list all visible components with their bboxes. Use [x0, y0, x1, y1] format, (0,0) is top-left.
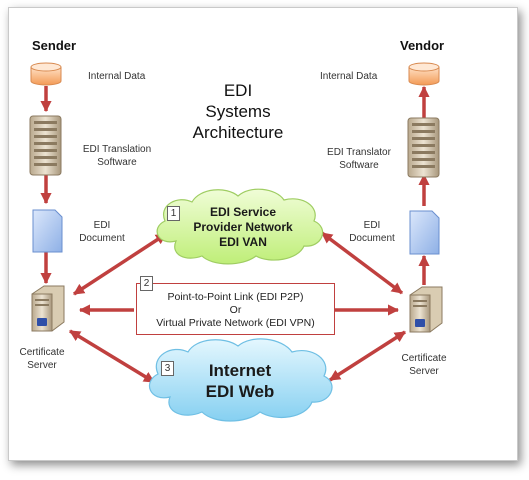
- p2p-line: Virtual Private Network (EDI VPN): [156, 317, 315, 329]
- title-line: Systems: [205, 102, 271, 121]
- vendor-software-line: EDI Translator: [327, 147, 391, 158]
- sender-server-label: Certificate Server: [10, 346, 74, 372]
- title-line: Architecture: [192, 123, 284, 142]
- sender-internal-data-label: Internal Data: [88, 71, 146, 82]
- vendor-internal-data-label: Internal Data: [320, 71, 378, 82]
- p2p-line: Or: [229, 304, 242, 316]
- vendor-server-line: Server: [409, 366, 439, 377]
- vendor-translation-server-icon: [407, 117, 440, 178]
- vendor-heading: Vendor: [400, 38, 445, 53]
- van-line: EDI Service: [209, 205, 277, 219]
- p2p-line: Point-to-Point Link (EDI P2P): [167, 291, 304, 303]
- arrow-sender-server-to-web: [69, 329, 155, 384]
- web-line: Internet: [208, 361, 272, 380]
- p2p-number-badge: 2: [140, 276, 153, 291]
- vendor-server-line: Certificate: [401, 353, 447, 364]
- sender-server-line: Certificate: [19, 347, 65, 358]
- sender-software-label: EDI Translation Software: [72, 143, 162, 169]
- web-cloud: [148, 338, 333, 422]
- van-cloud: [156, 188, 324, 265]
- van-number-badge: 1: [167, 206, 180, 221]
- sender-certificate-server-icon: [31, 285, 65, 332]
- web-line: EDI Web: [205, 382, 275, 401]
- vendor-software-line: Software: [339, 160, 379, 171]
- diagram-title: EDI Systems Architecture: [178, 80, 298, 143]
- vendor-document-label: EDI Document: [340, 219, 404, 245]
- sender-document-label: EDI Document: [70, 219, 134, 245]
- vendor-document-line: EDI: [363, 220, 381, 231]
- sender-document-line: Document: [79, 233, 125, 244]
- van-label: EDI Service Provider Network EDI VAN: [163, 205, 323, 250]
- sender-edi-document-icon: [32, 209, 63, 253]
- web-number-badge: 3: [161, 361, 174, 376]
- arrow-sender-server-to-van: [73, 232, 167, 296]
- arrow-van-to-vendor-server: [320, 231, 404, 295]
- vendor-certificate-server-icon: [409, 286, 443, 333]
- sender-heading: Sender: [32, 38, 77, 53]
- van-line: EDI VAN: [219, 235, 267, 249]
- vendor-document-line: Document: [349, 233, 395, 244]
- sender-translation-server-icon: [29, 115, 62, 176]
- vendor-internal-data-cylinder: [408, 62, 440, 86]
- p2p-box: Point-to-Point Link (EDI P2P) Or Virtual…: [136, 283, 335, 335]
- web-label: Internet EDI Web: [160, 360, 320, 402]
- sender-software-line: EDI Translation: [82, 144, 152, 155]
- vendor-edi-document-icon: [409, 210, 440, 255]
- sender-software-line: Software: [97, 157, 137, 168]
- flow-arrows: [40, 85, 430, 384]
- sender-server-line: Server: [27, 360, 57, 371]
- title-line: EDI: [223, 81, 253, 100]
- vendor-software-label: EDI Translator Software: [316, 146, 402, 172]
- vendor-server-label: Certificate Server: [392, 352, 456, 378]
- arrow-web-to-vendor-server: [329, 330, 406, 382]
- sender-internal-data-cylinder: [30, 62, 62, 86]
- van-line: Provider Network: [193, 220, 293, 234]
- sender-document-line: EDI: [93, 220, 111, 231]
